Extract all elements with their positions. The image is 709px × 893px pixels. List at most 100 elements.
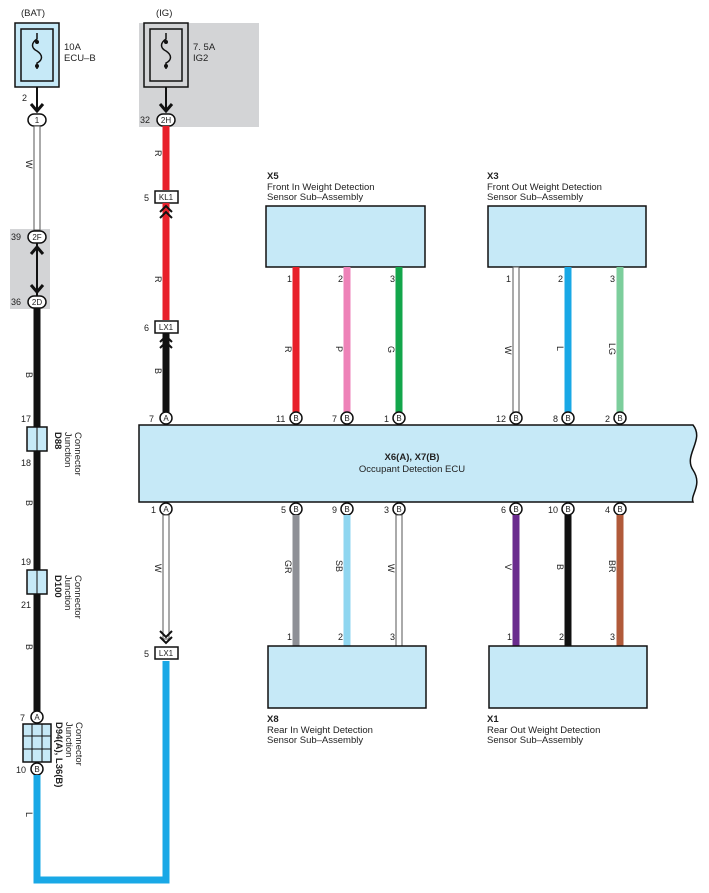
x8-pin-3: 3 [390,632,395,642]
connector-1-label: 1 [35,116,40,125]
ecu-pin-11-num: 11 [276,414,285,424]
x8-id: X8 [267,714,279,725]
x8-line2: Sensor Sub–Assembly [267,735,363,746]
x3-pin-3: 3 [610,274,615,284]
x1-line1: Rear Out Weight Detection [487,725,600,736]
junction-d100-name2: Connector [72,575,83,619]
wire-w-x8: W [386,564,396,573]
pin-6: 6 [144,323,149,333]
ecu-pin-b2: B [617,414,622,423]
wire-r-2: R [153,276,163,283]
x3-pin-1: 1 [506,274,511,284]
junction-pin-b-label: B [34,765,39,774]
junction-d94-name2: Connector [73,722,84,766]
pin-10-left: 10 [16,765,26,775]
ecu-pin-b4: B [617,505,622,514]
ecu-pin-1-num: 1 [151,505,156,515]
fuse-ecu-b [14,22,60,88]
fuse1-amp: 10A [64,42,82,53]
ecu-pin-a7-label: A [163,414,169,423]
ecu-pin-a1-label: A [163,505,169,514]
x1-pin-1: 1 [507,632,512,642]
pin-21: 21 [21,600,31,610]
ecu-pin-1b-num: 1 [384,414,389,424]
x8-pin-2: 2 [338,632,343,642]
x3-pin-2: 2 [558,274,563,284]
pin-17: 17 [21,414,31,424]
x3-line2: Sensor Sub–Assembly [487,192,583,203]
x5-line2: Sensor Sub–Assembly [267,192,363,203]
x1-pin-3: 3 [610,632,615,642]
ecu-pin-12-num: 12 [496,414,506,424]
x1-line2: Sensor Sub–Assembly [487,735,583,746]
wire-r-1: R [153,150,163,157]
connector-lx1-bottom-label: LX1 [159,649,174,658]
fuse2-name: IG2 [193,53,208,64]
pin-5-kl1: 5 [144,193,149,203]
x5-id: X5 [267,171,279,182]
wire-w-ecu: W [153,564,163,573]
wire-gr: GR [283,560,293,574]
junction-d100-id: D100 [52,575,63,598]
ecu-pin-5-num: 5 [281,505,286,515]
junction-d100-name1: Junction [62,575,73,610]
pin-32: 32 [140,115,150,125]
wire-v: V [503,564,513,570]
ecu-pin-3-num: 3 [384,505,389,515]
ecu-pin-b8: B [565,414,570,423]
wire-br: BR [607,560,617,573]
x3-id: X3 [487,171,499,182]
ecu-pin-b11: B [293,414,298,423]
junction-d94 [22,723,52,763]
ecu-name: Occupant Detection ECU [359,464,465,475]
ecu-pin-b1: B [396,414,401,423]
x5-pin-3: 3 [390,274,395,284]
wire-w-x3: W [503,346,513,355]
fuse-ig2 [143,22,189,88]
x8-line1: Rear In Weight Detection [267,725,373,736]
pin-2: 2 [22,93,27,103]
ecu-pin-a7 [159,411,173,425]
ecu-pin-b5: B [293,505,298,514]
wire-b-x1: B [555,564,565,570]
sensor-x3-box [487,205,647,268]
connector-2f-label: 2F [32,233,41,242]
wire-l-label: L [24,812,34,817]
junction-d94-id: D94(A), L36(B) [53,722,64,787]
x5-pin-2: 2 [338,274,343,284]
ecu-bottom-pins: B 5 B 9 B 3 B 6 B 10 B 4 [281,502,627,516]
ecu-pin-8-num: 8 [553,414,558,424]
pin-18: 18 [21,458,31,468]
ecu-box [138,424,698,503]
ig-label: (IG) [156,8,172,19]
junction-d88-name2: Connector [72,432,83,476]
x3-line1: Front Out Weight Detection [487,182,602,193]
ecu-pin-b3: B [396,505,401,514]
fuse1-name: ECU–B [64,53,96,64]
pin-7-left: 7 [20,713,25,723]
x1-id: X1 [487,714,499,725]
ecu-pin-7b-num: 7 [332,414,337,424]
pin-19: 19 [21,557,31,567]
junction-d88-name1: Junction [62,432,73,467]
wire-sb: SB [334,560,344,572]
ecu-pin-b10: B [565,505,570,514]
wire-b-ig: B [153,368,163,374]
connector-lx1-bottom [154,646,179,660]
fuse2-amp: 7. 5A [193,42,216,53]
ecu-pin-2-num: 2 [605,414,610,424]
junction-d94-name1: Junction [63,722,74,757]
wire-b-2: B [24,500,34,506]
wire-w-top: W [24,160,34,169]
bat-label: (BAT) [21,8,45,19]
ecu-id: X6(A), X7(B) [385,452,440,463]
ecu-top-pins: B 11 B 7 B 1 B 12 B 8 B 2 [276,411,627,425]
connector-2d-label: 2D [32,298,42,307]
junction-pin-a [30,710,44,724]
x5-pin-1: 1 [287,274,292,284]
x8-pin-1: 1 [287,632,292,642]
wire-lg-x3: LG [607,343,617,355]
wire-l-x3: L [555,346,565,351]
pin-5-lx1: 5 [144,649,149,659]
